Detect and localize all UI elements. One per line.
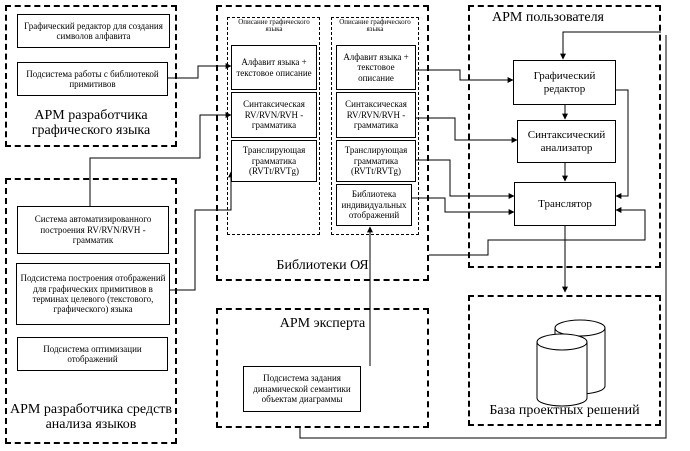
zone-library: [216, 5, 429, 281]
dynamic-semantics-box[interactable]: Подсистема задания динамической семантик…: [243, 366, 361, 412]
zone-db-label: База проектных решений: [489, 403, 640, 418]
col2-alphabet-box[interactable]: Алфавит языка + текстовое описание: [336, 45, 416, 90]
zone-dev-graphic: [5, 5, 177, 147]
graphic-editor-symbols-box[interactable]: Графический редактор для создания символ…: [17, 14, 170, 48]
graphic-editor-box[interactable]: Графический редактор: [513, 60, 616, 105]
primitives-library-box[interactable]: Подсистема работы с библиотекой примитив…: [17, 62, 168, 96]
col2-syntax-grammar-box[interactable]: Синтаксическая RV/RVN/RVH - грамматика: [336, 92, 416, 138]
zone-expert-label: АРМ эксперта: [279, 316, 366, 331]
zone-library-label: Библиотеки ОЯ: [276, 258, 369, 273]
translator-box[interactable]: Транслятор: [514, 182, 616, 226]
library-column-2: [331, 17, 419, 235]
rv-grammar-system-box[interactable]: Система автоматизированного построения R…: [17, 206, 169, 254]
library-col1-header: Описание графического языка: [238, 18, 310, 34]
zone-dev-analysis-label: АРМ разработчика средств анализа языков: [10, 402, 173, 433]
zone-dev-analysis: [5, 178, 177, 444]
optimization-subsystem-box[interactable]: Подсистема оптимизации отображений: [17, 337, 168, 371]
library-col2-header: Описание графического языка: [339, 18, 411, 34]
col2-mapping-library-box[interactable]: Библиотека индивидуальных отображений: [336, 184, 412, 226]
col1-alphabet-box[interactable]: Алфавит языка + текстовое описание: [231, 45, 317, 90]
col1-syntax-grammar-box[interactable]: Синтаксическая RV/RVN/RVH - грамматика: [231, 92, 317, 138]
zone-db: [468, 295, 661, 426]
col1-transl-grammar-box[interactable]: Транслирующая грамматика (RVTt/RVTg): [231, 140, 317, 182]
zone-user-label: АРМ пользователя: [491, 10, 604, 25]
col2-transl-grammar-box[interactable]: Транслирующая грамматика (RVTt/RVTg): [336, 140, 416, 182]
library-column-1: [227, 17, 320, 235]
mapping-subsystem-box[interactable]: Подсистема построения отображений для гр…: [16, 263, 170, 325]
zone-dev-graphic-label: АРМ разработчика графического языка: [31, 108, 151, 139]
zone-expert: [216, 308, 429, 428]
syntax-analyzer-box[interactable]: Синтаксический анализатор: [517, 120, 616, 163]
